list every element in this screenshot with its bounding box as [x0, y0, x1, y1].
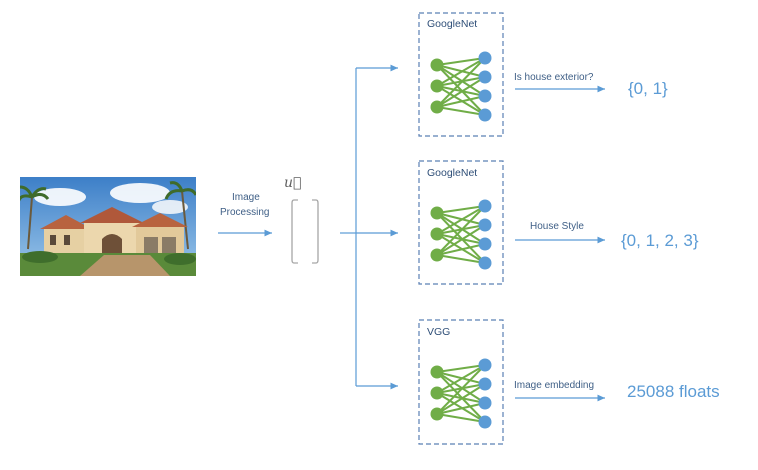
model-2-output: {0, 1, 2, 3}: [621, 231, 699, 250]
model-2-task: House Style: [530, 221, 584, 232]
network-edge: [436, 57, 486, 108]
neural-network-icon-3: [430, 358, 492, 429]
network-edge: [436, 383, 486, 415]
image-processing-label-line1: Image: [232, 192, 260, 203]
network-edge: [436, 205, 486, 214]
network-edge: [436, 413, 486, 423]
network-edge: [436, 95, 486, 108]
output-node: [478, 108, 492, 122]
network-edge: [436, 106, 486, 116]
model-box-2: [418, 160, 504, 285]
input-node: [430, 206, 444, 220]
input-node: [430, 407, 444, 421]
neural-network-icon-1: [430, 51, 492, 122]
model-1-name: GoogleNet: [427, 18, 478, 30]
model-3-output: 25088 floats: [627, 382, 720, 401]
model-2-name: GoogleNet: [427, 167, 478, 179]
image-processing-label-line2: Processing: [220, 207, 270, 218]
network-edge: [436, 243, 486, 256]
output-node: [478, 89, 492, 103]
network-edge: [436, 402, 486, 415]
output-node: [478, 218, 492, 232]
output-node: [478, 415, 492, 429]
output-node: [478, 51, 492, 65]
network-edge: [436, 254, 486, 264]
model-3-name: VGG: [427, 326, 451, 338]
network-edge: [436, 364, 486, 394]
network-edge: [436, 224, 486, 256]
branch-connector: [340, 68, 357, 386]
input-node: [430, 386, 444, 400]
model-3-task: Image embedding: [514, 380, 595, 391]
network-edge: [436, 76, 486, 108]
input-node: [430, 79, 444, 93]
network-edge: [436, 205, 486, 235]
network-edge: [436, 57, 486, 66]
vector-brackets: [291, 199, 319, 264]
input-node: [430, 100, 444, 114]
network-edge: [436, 205, 486, 256]
model-1-output: {0, 1}: [628, 79, 668, 98]
model-box-3: [418, 319, 504, 445]
model-box-1: [418, 12, 504, 137]
output-node: [478, 377, 492, 391]
output-node: [478, 70, 492, 84]
network-edge: [436, 364, 486, 415]
input-node: [430, 58, 444, 72]
output-node: [478, 396, 492, 410]
output-node: [478, 256, 492, 270]
input-node: [430, 248, 444, 262]
input-node: [430, 227, 444, 241]
output-node: [478, 199, 492, 213]
vector-symbol: u⃗: [284, 175, 302, 191]
input-node: [430, 365, 444, 379]
network-edge: [436, 364, 486, 373]
neural-network-icon-2: [430, 199, 492, 270]
model-1-task: Is house exterior?: [514, 72, 594, 83]
output-node: [478, 358, 492, 372]
output-node: [478, 237, 492, 251]
network-edge: [436, 57, 486, 87]
house-photo: [20, 177, 196, 276]
